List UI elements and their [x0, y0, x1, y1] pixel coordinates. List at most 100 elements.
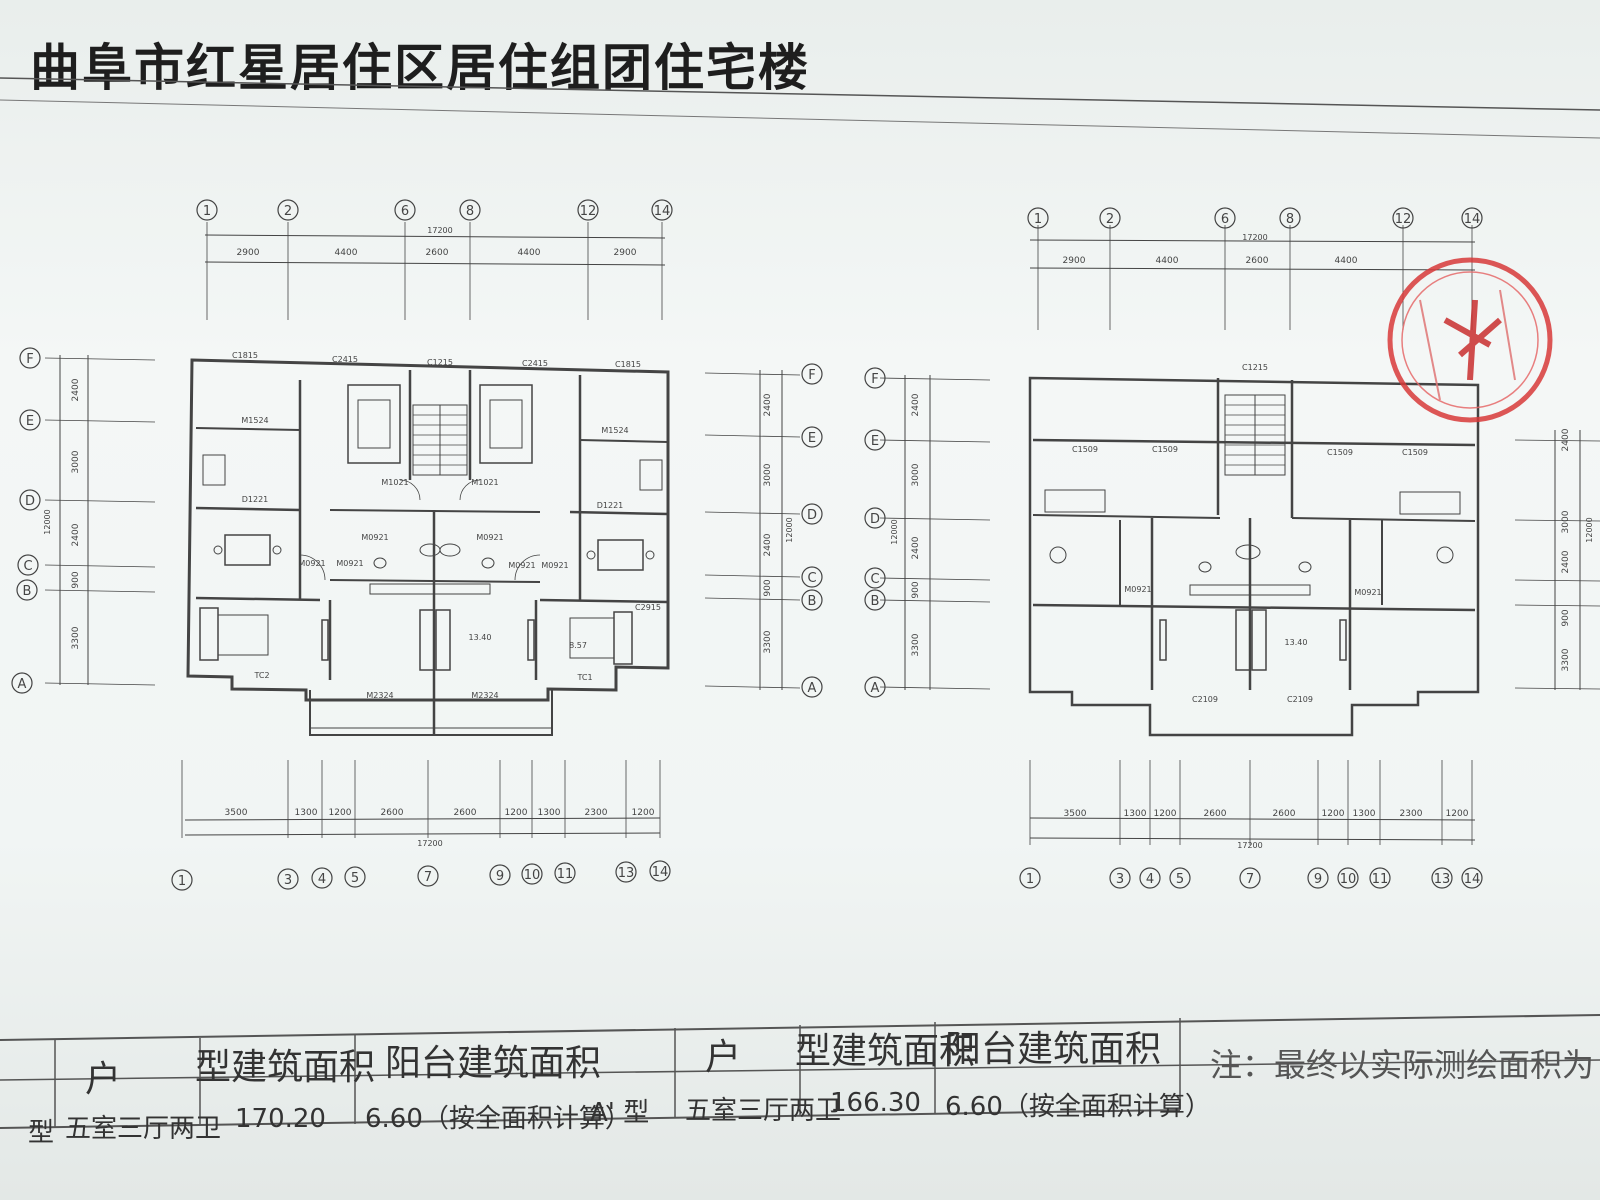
- left-bottom-axis-14: 14: [649, 860, 671, 882]
- row-b-type: A' 型: [590, 1098, 650, 1128]
- left-right-row-axis-A: A: [801, 676, 823, 698]
- right-edge-dim-2: 2400: [1561, 550, 1571, 573]
- right-bottom-total: 17200: [1237, 841, 1262, 850]
- left-side-total: 12000: [43, 509, 52, 534]
- left-row-axis-C: C: [17, 554, 39, 576]
- official-seal-icon: [1387, 257, 1553, 423]
- left-right-dim-3: 900: [763, 579, 773, 596]
- svg-text:6: 6: [401, 204, 409, 219]
- left-row-axis-F: F: [19, 347, 41, 369]
- left-label-m1021_l: M1021: [381, 478, 408, 487]
- svg-text:1: 1: [178, 874, 186, 889]
- left-row-axis-B: B: [16, 579, 38, 601]
- svg-text:A: A: [808, 681, 817, 696]
- svg-text:6: 6: [1221, 212, 1229, 227]
- left-bottom-axis-1: 1: [171, 869, 193, 891]
- right-side-total: 12000: [890, 519, 899, 544]
- svg-text:9: 9: [1314, 872, 1322, 887]
- left-top-axis-6: 6: [394, 199, 416, 221]
- right-bottom-axis-5: 5: [1169, 867, 1191, 889]
- bottom-dimension-ticks: [181, 760, 1473, 845]
- left-bottom-dim-2: 1200: [329, 808, 352, 818]
- svg-text:D: D: [25, 494, 35, 509]
- table-header-unit-1: 户: [85, 1059, 122, 1100]
- left-right-row-axis-B: B: [801, 589, 823, 611]
- right-top-total: 17200: [1242, 233, 1267, 242]
- left-label-m0921_b: M0921: [336, 559, 363, 568]
- left-row-axis-D: D: [19, 489, 41, 511]
- left-label-c1215: C1215: [427, 358, 453, 367]
- right-label-m0921_b: M0921: [1354, 588, 1381, 597]
- right-top-dim-1: 4400: [1156, 256, 1179, 266]
- right-bottom-axis-3: 3: [1109, 867, 1131, 889]
- left-bottom-axis-5: 5: [344, 866, 366, 888]
- left-side-dim-3: 900: [71, 571, 81, 588]
- right-bottom-axis-9: 9: [1307, 867, 1329, 889]
- svg-text:E: E: [808, 431, 816, 446]
- right-side-dim-3: 900: [911, 581, 921, 598]
- svg-text:F: F: [871, 372, 878, 387]
- right-side-dim-4: 3300: [911, 633, 921, 656]
- right-top-dim-2: 2600: [1246, 256, 1269, 266]
- right-row-axis-D: D: [864, 507, 886, 529]
- right-label-c1215: C1215: [1242, 363, 1268, 372]
- svg-text:5: 5: [351, 871, 359, 886]
- right-row-axis-B: B: [864, 589, 886, 611]
- right-bottom-axis-7: 7: [1239, 867, 1261, 889]
- right-bottom-dim-0: 3500: [1064, 809, 1087, 819]
- left-bottom-dim-6: 1300: [538, 808, 561, 818]
- left-bottom-axis-11: 11: [554, 862, 576, 884]
- svg-text:3: 3: [1116, 872, 1124, 887]
- left-top-axis-12: 12: [577, 199, 599, 221]
- left-top-dim-1: 4400: [335, 248, 358, 258]
- svg-text:2: 2: [1106, 212, 1114, 227]
- right-edge-dim-4: 3300: [1561, 648, 1571, 671]
- svg-text:B: B: [23, 584, 32, 599]
- left-top-axis-1: 1: [196, 199, 218, 221]
- row-a-desc: 五室三厅两卫: [65, 1114, 222, 1144]
- left-bottom-axis-4: 4: [311, 867, 333, 889]
- right-row-axis-A: A: [864, 676, 886, 698]
- svg-text:E: E: [26, 414, 34, 429]
- right-top-dim-3: 4400: [1335, 256, 1358, 266]
- right-row-axis-E: E: [864, 429, 886, 451]
- right-bottom-axis-10: 10: [1337, 867, 1359, 889]
- left-label-m0921_a: M0921: [298, 559, 325, 568]
- right-bottom-dim-1: 1300: [1124, 809, 1147, 819]
- right-bottom-axis-13: 13: [1431, 867, 1453, 889]
- table-header-balcony-1: 阳台建筑面积: [385, 1043, 602, 1084]
- right-bottom-axis-4: 4: [1139, 867, 1161, 889]
- left-label-m0921_e: M0921: [541, 561, 568, 570]
- left-top-dim-2: 2600: [426, 248, 449, 258]
- svg-text:12: 12: [580, 204, 597, 219]
- table-header-balcony-2: 阳台建筑面积: [945, 1029, 1162, 1070]
- right-side-dim-0: 2400: [911, 393, 921, 416]
- left-label-m2324_l: M2324: [366, 691, 393, 700]
- right-label-m0921_a: M0921: [1124, 585, 1151, 594]
- left-bottom-dim-7: 2300: [585, 808, 608, 818]
- svg-text:10: 10: [524, 868, 541, 883]
- svg-text:D: D: [807, 508, 817, 523]
- right-bottom-dim-5: 1200: [1322, 809, 1345, 819]
- left-right-total: 12000: [785, 517, 794, 542]
- left-label-c1815_l: C1815: [232, 351, 258, 360]
- svg-text:C: C: [870, 572, 879, 587]
- svg-text:1: 1: [1026, 872, 1034, 887]
- svg-text:C: C: [23, 559, 32, 574]
- left-top-axis-2: 2: [277, 199, 299, 221]
- left-bottom-dim-1: 1300: [295, 808, 318, 818]
- left-bottom-axis-13: 13: [615, 861, 637, 883]
- left-label-m0921_f: M0921: [476, 533, 503, 542]
- right-bottom-dim-6: 1300: [1353, 809, 1376, 819]
- row-a-area: 170.20: [235, 1104, 326, 1134]
- bottom-dimension-lines: [184, 817, 1476, 841]
- row-a-type: 型: [28, 1118, 55, 1148]
- right-top-axis-6: 6: [1214, 207, 1236, 229]
- svg-text:2: 2: [284, 204, 292, 219]
- svg-text:A: A: [871, 681, 880, 696]
- left-label-m0921_c: M0921: [361, 533, 388, 542]
- svg-text:7: 7: [424, 870, 432, 885]
- right-label-c1509_c: C1509: [1327, 448, 1353, 457]
- title-rule-2: [0, 99, 1600, 139]
- left-label-d1221_l: D1221: [242, 495, 269, 504]
